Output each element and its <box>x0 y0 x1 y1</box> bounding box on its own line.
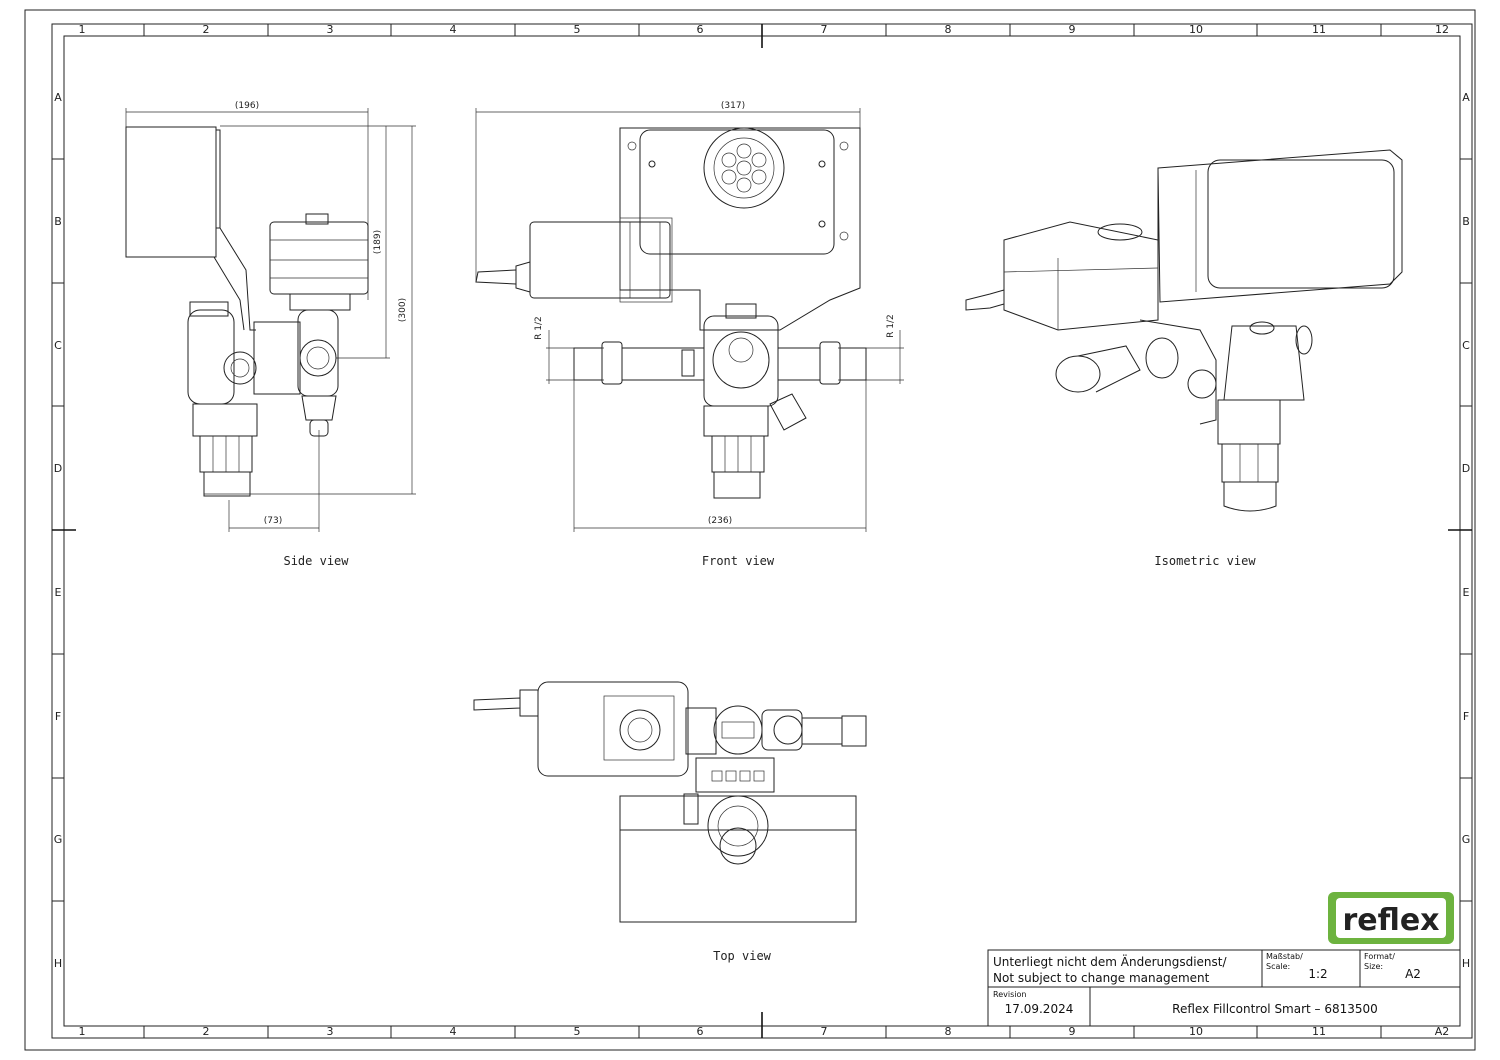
col-label: 11 <box>1312 23 1326 36</box>
product-title: Reflex Fillcontrol Smart – 6813500 <box>1172 1002 1378 1016</box>
notice-english: Not subject to change management <box>993 971 1210 985</box>
front-view-dimensions: (317) (236) R 1/2 R 1/2 <box>534 101 896 526</box>
title-block: Unterliegt nicht dem Änderungsdienst/ No… <box>987 949 1461 1027</box>
isometric-view-label: Isometric view <box>1154 554 1256 568</box>
row-label: B <box>1462 215 1470 228</box>
drawing-frame <box>24 9 1476 1051</box>
format-label-en: Size: <box>1364 962 1383 971</box>
dim-thread-right: R 1/2 <box>886 314 896 338</box>
row-label: H <box>54 957 62 970</box>
column-ticks <box>143 24 1382 1038</box>
row-label: H <box>1462 957 1470 970</box>
format-value: A2 <box>1405 967 1421 981</box>
col-label: 7 <box>821 1025 828 1038</box>
col-label: 6 <box>697 1025 704 1038</box>
row-label: D <box>54 462 62 475</box>
side-view-label: Side view <box>283 554 349 568</box>
dim-side-offset: (73) <box>264 516 282 526</box>
top-view-label: Top view <box>713 949 772 963</box>
row-ticks <box>52 158 1472 902</box>
format-label-de: Format/ <box>1364 952 1395 961</box>
isometric-view-drawing <box>965 149 1403 512</box>
row-label: A <box>1462 91 1470 104</box>
col-label: 11 <box>1312 1025 1326 1038</box>
col-label: 4 <box>450 23 457 36</box>
side-view-dimensions: (196) (73) (189) (300) <box>235 101 408 526</box>
row-labels: A B C D E F G H A B C D E F G H <box>54 91 1471 970</box>
scale-label-en: Scale: <box>1266 962 1290 971</box>
revision-label: Revision <box>993 990 1026 999</box>
row-label: B <box>54 215 62 228</box>
col-label: 9 <box>1069 1025 1076 1038</box>
logo-wordmark: reflex <box>1342 903 1439 938</box>
row-label: C <box>54 339 62 352</box>
col-label: 8 <box>945 1025 952 1038</box>
col-label: 10 <box>1189 23 1203 36</box>
dim-thread-left: R 1/2 <box>534 316 544 340</box>
col-label: 3 <box>327 23 334 36</box>
col-label: 4 <box>450 1025 457 1038</box>
row-label: G <box>54 833 63 846</box>
col-label: 2 <box>203 23 210 36</box>
col-label: 9 <box>1069 23 1076 36</box>
reflex-logo: reflex <box>1328 892 1454 944</box>
row-label: D <box>1462 462 1470 475</box>
col-label: 1 <box>79 1025 86 1038</box>
col-label: 10 <box>1189 1025 1203 1038</box>
dim-side-height-upper: (189) <box>373 230 383 254</box>
top-view-drawing <box>473 681 867 923</box>
row-label: G <box>1462 833 1471 846</box>
col-label: 6 <box>697 23 704 36</box>
corner-label: A2 <box>1435 1025 1450 1038</box>
col-label: 3 <box>327 1025 334 1038</box>
scale-label-de: Maßstab/ <box>1266 952 1303 961</box>
revision-date: 17.09.2024 <box>1005 1002 1074 1016</box>
dim-front-pipe-span: (236) <box>708 516 732 526</box>
scale-value: 1:2 <box>1308 967 1327 981</box>
col-label: 5 <box>574 23 581 36</box>
col-label: 12 <box>1435 23 1449 36</box>
dim-side-width: (196) <box>235 101 259 111</box>
col-label: 8 <box>945 23 952 36</box>
col-label: 7 <box>821 23 828 36</box>
front-view-label: Front view <box>702 554 775 568</box>
row-label: F <box>55 710 61 723</box>
row-label: C <box>1462 339 1470 352</box>
dim-side-height-total: (300) <box>398 298 408 322</box>
column-labels-top: 1 2 3 4 5 6 7 8 9 10 11 12 <box>79 23 1450 36</box>
dim-front-width: (317) <box>721 101 745 111</box>
logo-inner <box>1336 898 1446 938</box>
row-label: E <box>1463 586 1470 599</box>
row-label: F <box>1463 710 1469 723</box>
column-labels-bottom: 1 2 3 4 5 6 7 8 9 10 11 A2 <box>79 1025 1450 1038</box>
side-view-drawing <box>125 108 416 532</box>
row-label: E <box>55 586 62 599</box>
row-label: A <box>54 91 62 104</box>
col-label: 2 <box>203 1025 210 1038</box>
col-label: 1 <box>79 23 86 36</box>
notice-german: Unterliegt nicht dem Änderungsdienst/ <box>993 954 1227 969</box>
col-label: 5 <box>574 1025 581 1038</box>
front-view-drawing <box>475 108 904 532</box>
